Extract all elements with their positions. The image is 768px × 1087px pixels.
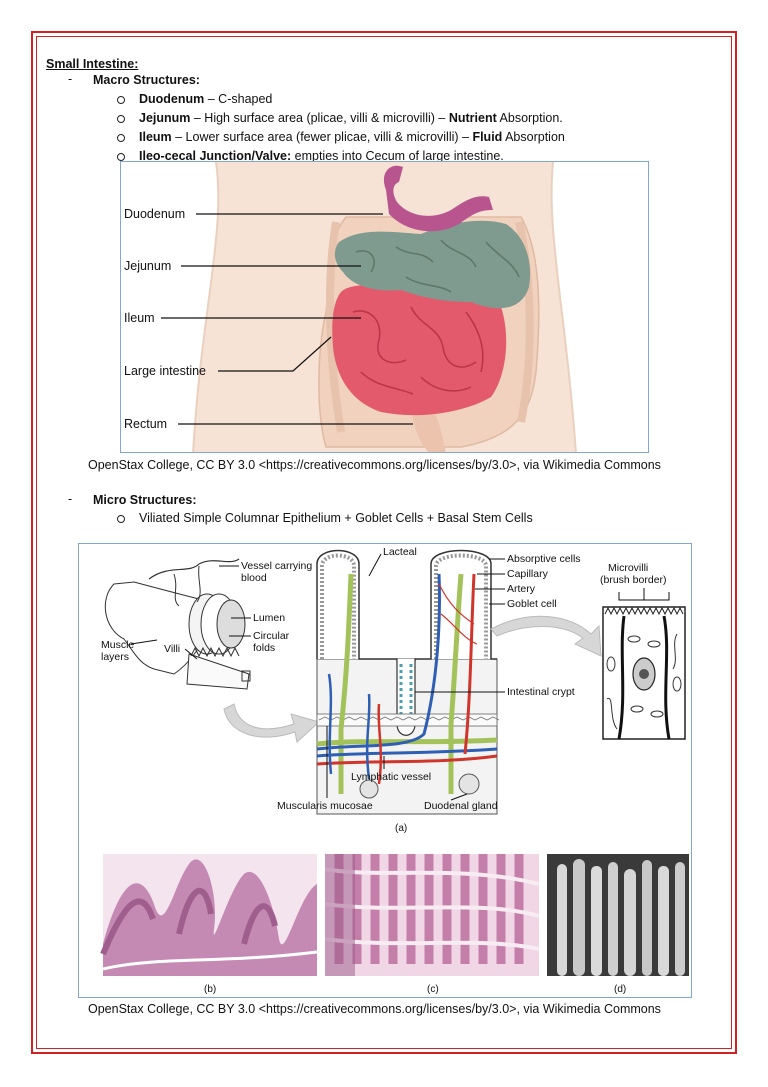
circle-bullet-icon: [117, 96, 125, 104]
label-circular-folds-2: folds: [253, 642, 275, 654]
label-panel-d: (d): [614, 984, 626, 995]
digestive-tract-illustration: Duodenum Jejunum Ileum Large intestine R…: [124, 162, 577, 452]
label-duodenal-gland: Duodenal gland: [424, 800, 498, 812]
circle-bullet-icon: [117, 515, 125, 523]
micro-item: Viliated Simple Columnar Epithelium + Go…: [139, 511, 533, 525]
macro-title: Macro Structures:: [93, 73, 200, 87]
micrograph-c: [324, 854, 540, 976]
label-vessel-blood: blood: [241, 572, 267, 584]
label-lumen: Lumen: [253, 612, 285, 624]
villi-structure-illustration: Vessel carrying blood Lumen Circular fol…: [100, 546, 689, 995]
dash-bullet: -: [68, 492, 73, 506]
intestine-segment-sketch: [104, 558, 251, 690]
label-panel-b: (b): [204, 984, 216, 995]
micrograph-b: [100, 854, 318, 976]
label-jejunum: Jejunum: [124, 259, 171, 273]
macro-item-jejunum: Jejunum – High surface area (plicae, vil…: [139, 111, 563, 125]
label-microvilli: Microvilli: [608, 562, 648, 574]
micro-anatomy-figure: Vessel carrying blood Lumen Circular fol…: [78, 543, 692, 998]
micro-figure-caption: OpenStax College, CC BY 3.0 <https://cre…: [88, 1002, 661, 1016]
absorptive-cell-detail: [602, 606, 686, 740]
villi-cross-section: [316, 549, 500, 815]
macro-item-duodenum: Duodenum – C-shaped: [139, 92, 273, 106]
label-rectum: Rectum: [124, 417, 167, 431]
label-duodenum: Duodenum: [124, 207, 185, 221]
label-circular-folds: Circular: [253, 630, 290, 642]
label-muscle-layers-2: layers: [101, 651, 129, 663]
label-villi: Villi: [164, 643, 180, 655]
label-large-intestine: Large intestine: [124, 364, 206, 378]
label-muscle-layers: Muscle: [101, 639, 134, 651]
circle-bullet-icon: [117, 153, 125, 161]
label-goblet-cell: Goblet cell: [507, 598, 557, 610]
circle-bullet-icon: [117, 115, 125, 123]
page-frame-inner: [36, 36, 732, 1049]
label-lymphatic-vessel: Lymphatic vessel: [351, 771, 431, 783]
macro-figure-caption: OpenStax College, CC BY 3.0 <https://cre…: [88, 458, 661, 472]
label-brush-border: (brush border): [600, 574, 667, 586]
label-ileum: Ileum: [124, 311, 155, 325]
section-heading: Small Intestine:: [46, 57, 139, 71]
label-lacteal: Lacteal: [383, 546, 417, 558]
label-panel-c: (c): [427, 984, 439, 995]
label-capillary: Capillary: [507, 568, 549, 580]
micrograph-d: [547, 854, 689, 976]
label-vessel-carrying-blood: Vessel carrying: [241, 560, 312, 572]
label-absorptive-cells: Absorptive cells: [507, 553, 581, 565]
label-muscularis-mucosae: Muscularis mucosae: [277, 800, 373, 812]
page-frame-outer: [31, 31, 737, 1054]
dash-bullet: -: [68, 72, 73, 86]
micro-title: Micro Structures:: [93, 493, 197, 507]
macro-anatomy-figure: Duodenum Jejunum Ileum Large intestine R…: [120, 161, 649, 453]
macro-item-ileocecal: Ileo-cecal Junction/Valve: empties into …: [139, 149, 504, 163]
label-panel-a: (a): [395, 823, 407, 834]
label-artery: Artery: [507, 583, 536, 595]
macro-item-ileum: Ileum – Lower surface area (fewer plicae…: [139, 130, 565, 144]
circle-bullet-icon: [117, 134, 125, 142]
label-intestinal-crypt: Intestinal crypt: [507, 686, 575, 698]
